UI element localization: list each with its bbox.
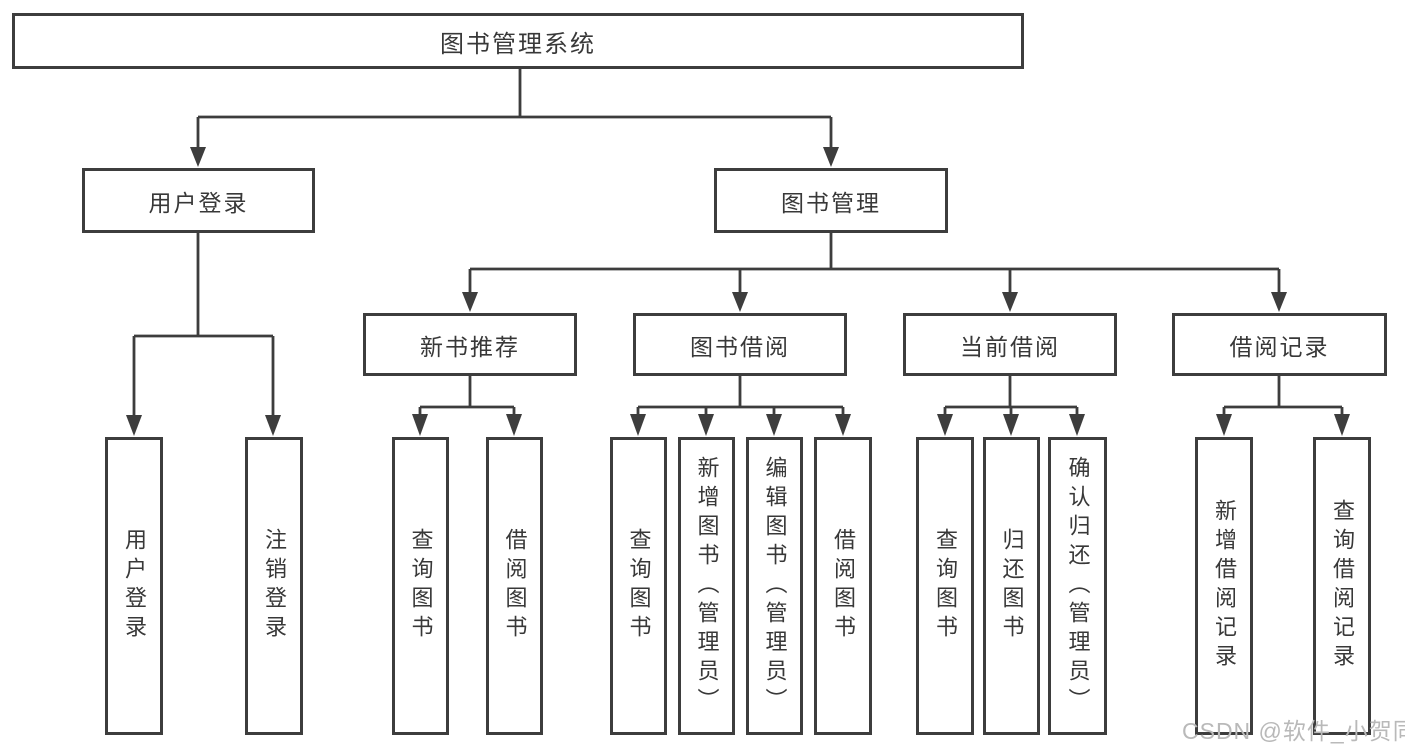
leaf-edit-books-admin: 编辑图书（管理员）	[746, 437, 803, 735]
node-book-management: 图书管理	[714, 168, 948, 233]
leaf-query-books-3: 查询图书	[916, 437, 974, 735]
watermark: CSDN @软件_小贺同学	[1182, 718, 1405, 744]
node-borrow-records: 借阅记录	[1172, 313, 1387, 376]
leaf-query-borrow-record: 查询借阅记录	[1313, 437, 1371, 735]
leaf-add-books-admin: 新增图书（管理员）	[678, 437, 735, 735]
leaf-borrow-books-2: 借阅图书	[814, 437, 872, 735]
leaf-confirm-return-admin: 确认归还（管理员）	[1048, 437, 1107, 735]
node-root: 图书管理系统	[12, 13, 1024, 69]
node-current-borrow: 当前借阅	[903, 313, 1117, 376]
leaf-logout: 注销登录	[245, 437, 303, 735]
leaf-query-books-2: 查询图书	[610, 437, 667, 735]
node-book-borrow: 图书借阅	[633, 313, 847, 376]
leaf-query-books-1: 查询图书	[392, 437, 449, 735]
leaf-add-borrow-record: 新增借阅记录	[1195, 437, 1253, 735]
arrowheads	[126, 147, 1350, 436]
node-user-login: 用户登录	[82, 168, 315, 233]
leaf-borrow-books-1: 借阅图书	[486, 437, 543, 735]
node-new-book-recommend: 新书推荐	[363, 313, 577, 376]
leaf-return-books: 归还图书	[983, 437, 1040, 735]
leaf-user-login: 用户登录	[105, 437, 163, 735]
